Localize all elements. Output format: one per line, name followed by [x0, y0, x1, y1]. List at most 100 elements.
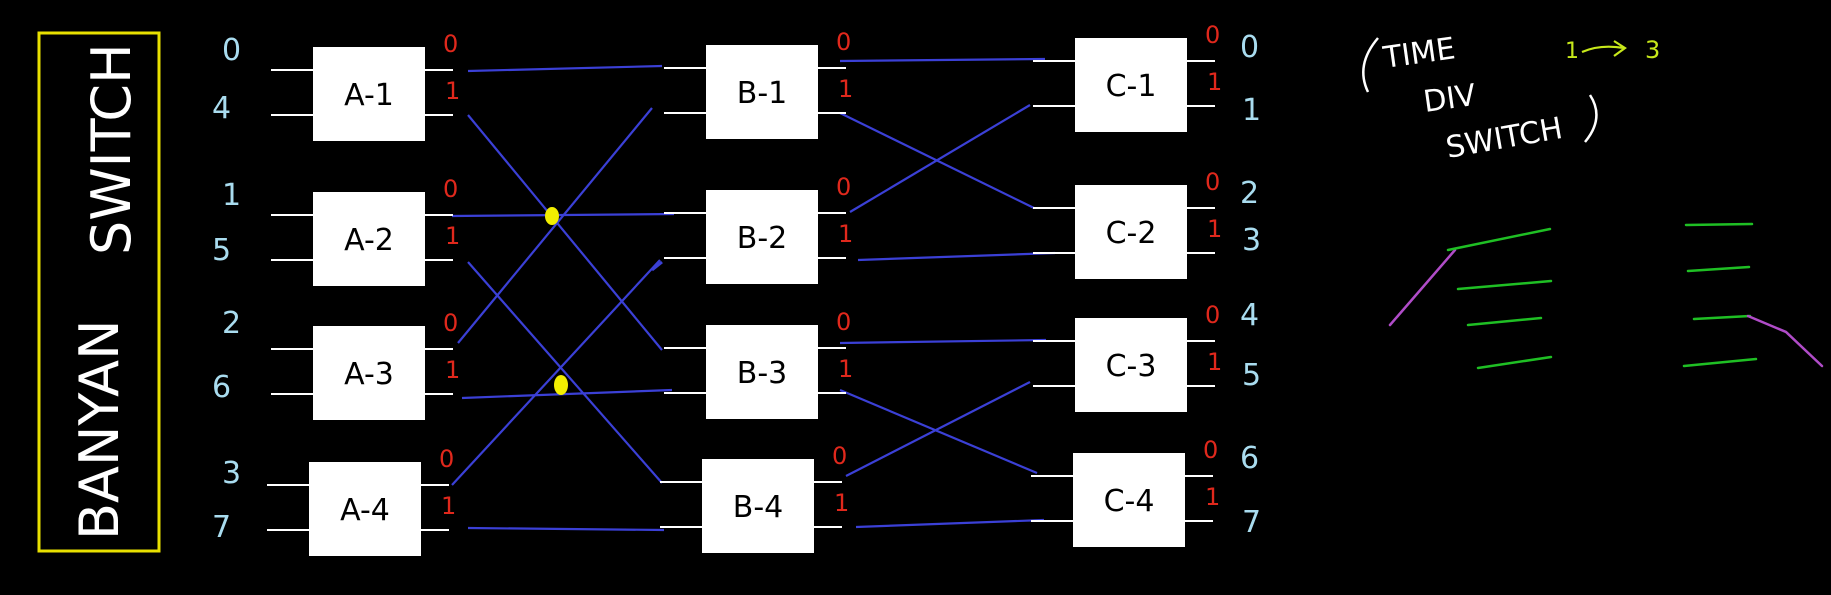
title-switch: SWITCH — [80, 43, 143, 255]
switch-block-b-1: B-1 0 1 — [664, 28, 853, 139]
switch-label: A-3 — [344, 357, 394, 392]
port-label-1: 1 — [441, 492, 456, 520]
junction-dot — [545, 207, 559, 225]
green-stroke — [1684, 222, 1754, 227]
port-label-1: 1 — [445, 77, 460, 105]
switch-box — [706, 45, 818, 139]
junction-marks — [545, 207, 663, 395]
port-label-1: 1 — [838, 220, 853, 248]
switch-box — [706, 190, 818, 284]
switch-box — [313, 326, 425, 420]
switch-label: A-2 — [344, 223, 394, 258]
switch-box — [702, 459, 814, 553]
switch-box — [1075, 38, 1187, 132]
arrow-icon — [1581, 40, 1627, 57]
wire-b1-0-c1 — [839, 57, 1046, 63]
note-switch: SWITCH — [1443, 111, 1565, 166]
wire-b2-0-c1 — [849, 104, 1031, 213]
stage-a: A-1 0 1 0 4 A-2 0 1 1 5A-3 0 1 2 6A-4 0 1 3 7 — [212, 30, 460, 556]
close-paren — [1584, 94, 1598, 143]
open-paren — [1362, 37, 1379, 93]
arrow-to: 3 — [1645, 36, 1660, 64]
wire-b3-1-c4 — [839, 388, 1038, 475]
port-label-1: 1 — [834, 489, 849, 517]
port-label-0: 0 — [1205, 168, 1220, 196]
port-label-0: 0 — [443, 309, 458, 337]
output-number: 4 — [1240, 298, 1259, 333]
wire-b4-0-c3 — [845, 381, 1031, 477]
switch-label: B-1 — [737, 76, 788, 111]
input-number: 3 — [222, 456, 241, 491]
wire-a1-1-b3 — [467, 114, 663, 351]
port-label-0: 0 — [1203, 436, 1218, 464]
port-label-1: 1 — [1207, 215, 1222, 243]
input-number: 6 — [212, 370, 231, 405]
switch-label: B-3 — [737, 356, 788, 391]
green-stroke — [1466, 316, 1543, 327]
switch-block-c-2: C-2 0 12 3 — [1033, 168, 1261, 279]
switch-label: C-2 — [1106, 216, 1157, 251]
switch-label: C-4 — [1104, 484, 1155, 519]
green-stroke — [1476, 355, 1553, 370]
port-label-0: 0 — [836, 173, 851, 201]
switch-block-c-4: C-4 0 16 7 — [1031, 436, 1261, 547]
time-div-switch-note: TIME DIV SWITCH 1 3 — [1362, 31, 1660, 166]
wire-a1-0-b1 — [467, 64, 663, 73]
port-label-0: 0 — [443, 30, 458, 58]
input-number: 7 — [212, 510, 231, 545]
port-label-1: 1 — [1205, 483, 1220, 511]
purple-stroke — [1746, 314, 1824, 368]
junction-dot — [554, 375, 568, 395]
wire-b4-1-c4 — [855, 518, 1045, 529]
title-box-border — [37, 31, 161, 553]
note-div: DIV — [1421, 78, 1478, 120]
output-number: 7 — [1242, 505, 1261, 540]
port-label-1: 1 — [445, 222, 460, 250]
port-label-0: 0 — [832, 442, 847, 470]
green-stroke — [1692, 314, 1752, 321]
switch-label: A-1 — [344, 78, 394, 113]
port-label-0: 0 — [836, 308, 851, 336]
wire-b2-1-c2 — [857, 251, 1056, 262]
switch-block-a-1: A-1 0 1 0 4 — [212, 30, 460, 141]
input-number: 4 — [212, 91, 231, 126]
wire-a4-1-b4 — [467, 526, 665, 532]
switch-box — [1075, 318, 1187, 412]
junction-tick — [651, 260, 663, 272]
switch-box — [309, 462, 421, 556]
output-number: 6 — [1240, 441, 1259, 476]
green-stroke — [1682, 357, 1758, 368]
wire-b3-0-c3 — [839, 338, 1047, 345]
green-stroke — [1456, 279, 1553, 291]
input-number: 0 — [222, 33, 241, 68]
switch-label: A-4 — [340, 493, 390, 528]
wire-a3-1-b3 — [461, 388, 673, 400]
port-label-1: 1 — [445, 356, 460, 384]
input-number: 2 — [222, 306, 241, 341]
port-label-0: 0 — [1205, 301, 1220, 329]
wire-a2-1-b4 — [467, 261, 663, 484]
wire-a3-0-b1 — [457, 107, 653, 344]
output-number: 3 — [1242, 223, 1261, 258]
switch-box — [313, 47, 425, 141]
port-label-1: 1 — [838, 75, 853, 103]
output-number: 2 — [1240, 176, 1259, 211]
green-stroke — [1446, 227, 1552, 252]
port-label-0: 0 — [836, 28, 851, 56]
switch-block-b-2: B-201 — [664, 173, 853, 284]
switch-label: C-1 — [1106, 69, 1157, 104]
note-time: TIME — [1380, 31, 1457, 76]
output-number: 5 — [1242, 358, 1261, 393]
title-banyan: BANYAN — [68, 319, 131, 540]
input-number: 5 — [212, 233, 231, 268]
switch-label: C-3 — [1106, 349, 1157, 384]
arrow-from: 1 — [1565, 39, 1579, 64]
purple-stroke — [1388, 248, 1457, 327]
port-label-0: 0 — [1205, 21, 1220, 49]
